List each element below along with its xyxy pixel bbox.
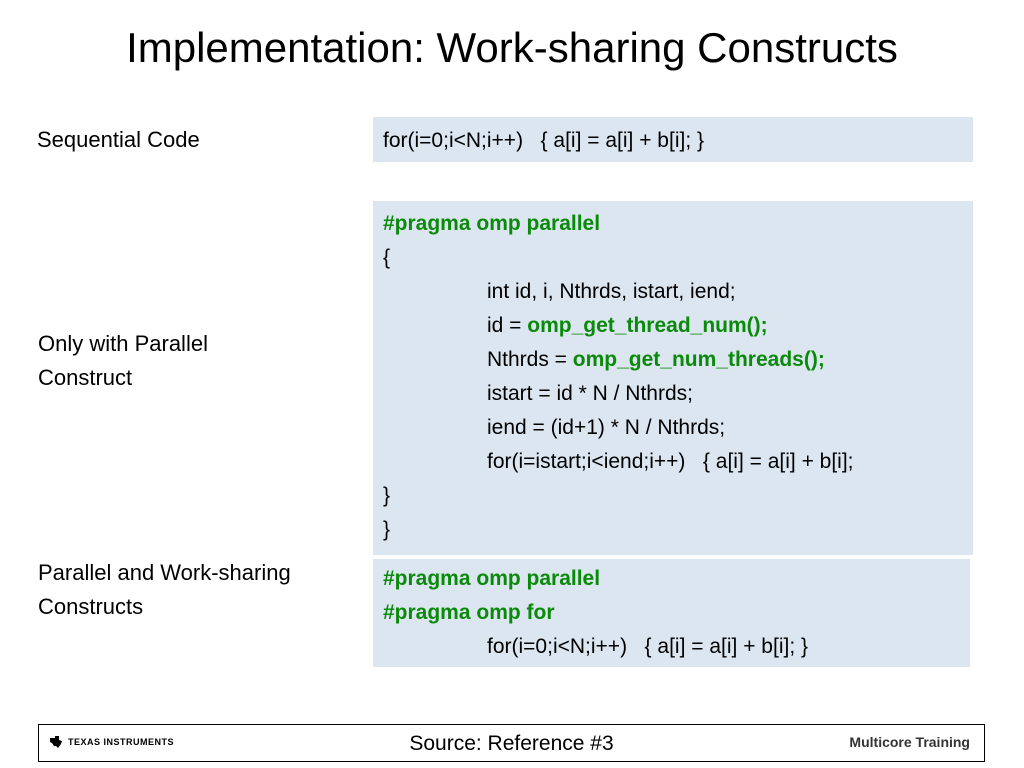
parallel-pragma-line: #pragma omp parallel <box>383 212 601 235</box>
texas-instruments-logo: Texas Instruments <box>49 735 174 749</box>
label-sequential-code: Sequential Code <box>37 123 200 157</box>
source-reference: Source: Reference #3 <box>409 732 614 755</box>
id-assign-prefix: id = <box>487 314 528 337</box>
parallel-istart-line: istart = id * N / Nthrds; <box>487 382 693 405</box>
worksharing-loop-line: for(i=0;i<N;i++) { a[i] = a[i] + b[i]; } <box>487 635 808 658</box>
label-sequential-text: Sequential Code <box>37 127 200 152</box>
parallel-iend-line: iend = (id+1) * N / Nthrds; <box>487 416 726 439</box>
parallel-nthrds-line: Nthrds = omp_get_num_threads(); <box>383 343 963 377</box>
multicore-training-brand: Multicore Training <box>849 734 970 750</box>
id-assign-call: omp_get_thread_num(); <box>527 314 768 337</box>
slide-footer: Texas Instruments Source: Reference #3 M… <box>38 724 985 762</box>
parallel-code-box: #pragma omp parallel { int id, i, Nthrds… <box>373 201 973 555</box>
nthrds-assign-call: omp_get_num_threads(); <box>572 348 825 371</box>
worksharing-pragma-parallel: #pragma omp parallel <box>383 567 601 590</box>
logo-text: Texas Instruments <box>68 737 175 747</box>
worksharing-code-box: #pragma omp parallel #pragma omp for for… <box>373 559 970 667</box>
label-parallel-only-line-1: Only with Parallel <box>38 331 208 356</box>
slide-title: Implementation: Work-sharing Constructs <box>126 24 898 71</box>
parallel-loop-line: for(i=istart;i<iend;i++) { a[i] = a[i] +… <box>487 450 854 473</box>
label-work-sharing-line-1: Parallel and Work-sharing <box>38 560 291 585</box>
label-work-sharing: Parallel and Work-sharing Constructs <box>38 556 291 624</box>
texas-state-icon <box>50 736 62 748</box>
label-parallel-only-line-2: Construct <box>38 365 133 390</box>
parallel-decl-line: int id, i, Nthrds, istart, iend; <box>487 280 736 303</box>
label-work-sharing-line-2: Constructs <box>38 594 144 619</box>
parallel-close-brace-1: } <box>383 484 391 507</box>
sequential-code-line: for(i=0;i<N;i++) { a[i] = a[i] + b[i]; } <box>383 129 704 152</box>
parallel-close-brace-2: } <box>383 518 391 541</box>
worksharing-pragma-for: #pragma omp for <box>383 601 555 624</box>
sequential-code-box: for(i=0;i<N;i++) { a[i] = a[i] + b[i]; } <box>373 117 973 162</box>
label-parallel-only: Only with Parallel Construct <box>38 327 208 395</box>
nthrds-assign-prefix: Nthrds = <box>487 348 573 371</box>
parallel-open-brace: { <box>383 246 391 269</box>
parallel-id-line: id = omp_get_thread_num(); <box>383 309 963 343</box>
